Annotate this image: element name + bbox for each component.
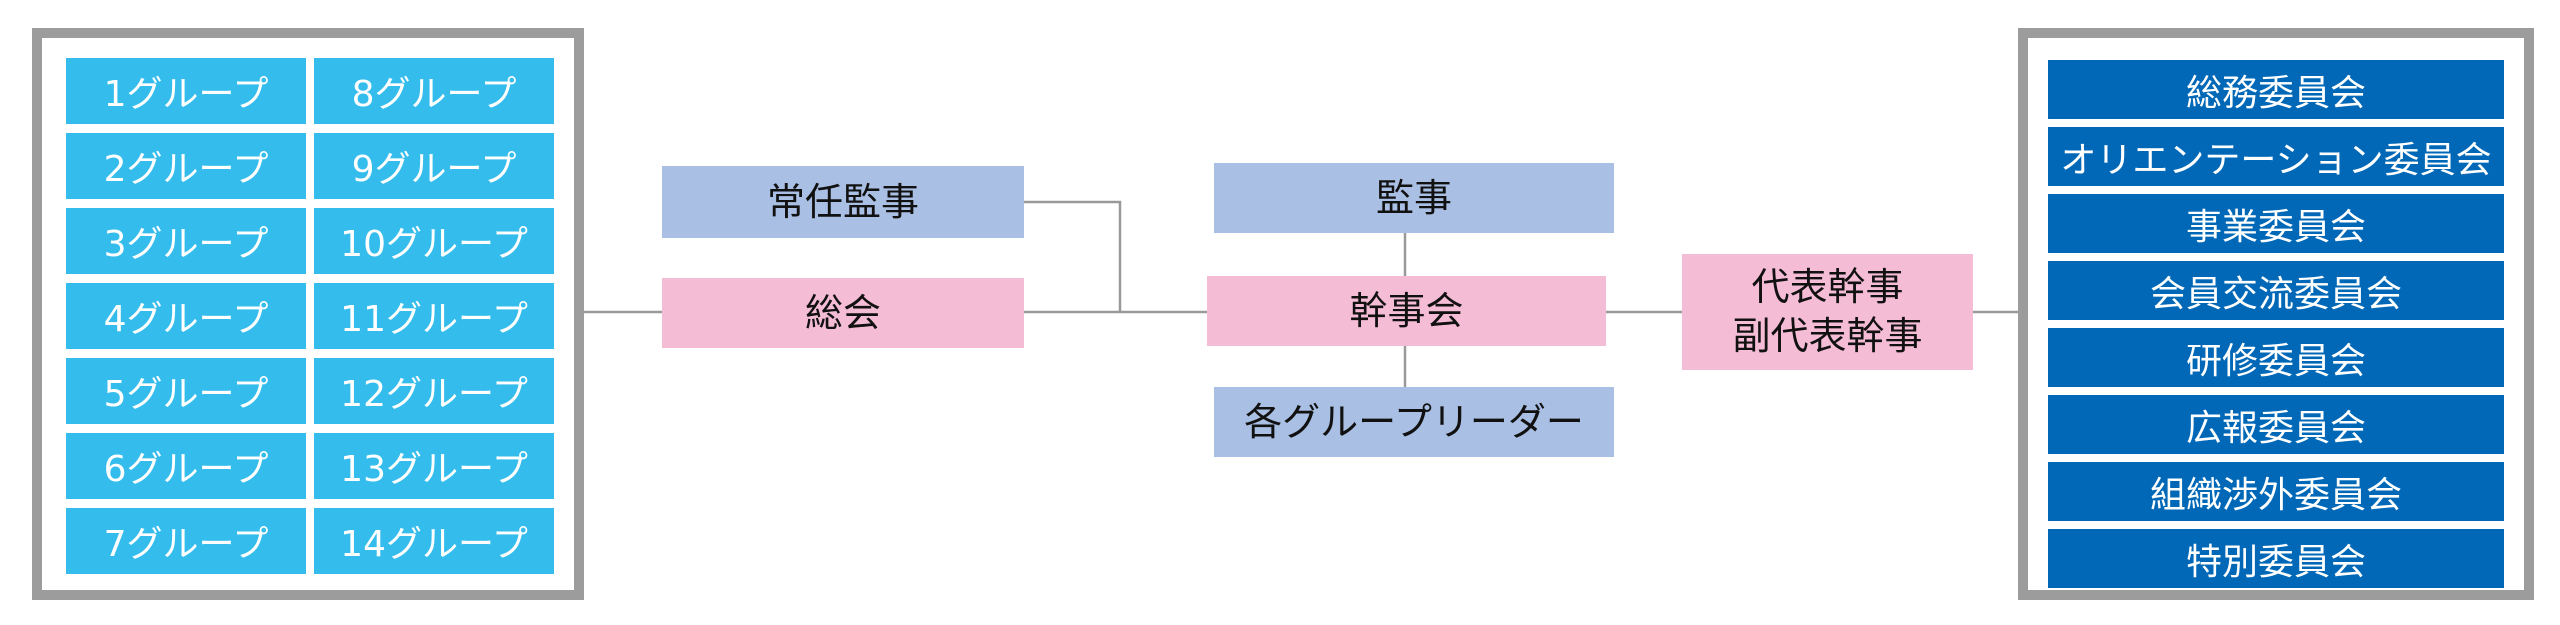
representative-box: 代表幹事 副代表幹事 xyxy=(1682,254,1973,370)
committee-cell: 広報委員会 xyxy=(2048,395,2504,454)
general-assembly-box: 総会 xyxy=(662,278,1024,348)
group-cell: 1グループ xyxy=(66,58,306,124)
group-cell: 14グループ xyxy=(314,508,554,574)
representative-line-2: 副代表幹事 xyxy=(1732,314,1923,358)
standing-auditor-box: 常任監事 xyxy=(662,166,1024,238)
group-cell: 3グループ xyxy=(66,208,306,274)
group-cell: 9グループ xyxy=(314,133,554,199)
committee-cell: 組織渉外委員会 xyxy=(2048,462,2504,521)
committee-cell: オリエンテーション委員会 xyxy=(2048,127,2504,186)
group-cell: 7グループ xyxy=(66,508,306,574)
group-cell: 8グループ xyxy=(314,58,554,124)
group-cell: 10グループ xyxy=(314,208,554,274)
representative-line-1: 代表幹事 xyxy=(1751,265,1904,310)
group-cell: 5グループ xyxy=(66,358,306,424)
committee-cell: 会員交流委員会 xyxy=(2048,261,2504,320)
group-cell: 11グループ xyxy=(314,283,554,349)
committee-cell: 研修委員会 xyxy=(2048,328,2504,387)
committee-cell: 総務委員会 xyxy=(2048,60,2504,119)
group-cell: 13グループ xyxy=(314,433,554,499)
committee-cell: 事業委員会 xyxy=(2048,194,2504,253)
auditor-box: 監事 xyxy=(1214,163,1614,233)
group-cell: 6グループ xyxy=(66,433,306,499)
committee-cell: 特別委員会 xyxy=(2048,529,2504,588)
line-standing-auditor-to-junction xyxy=(1024,200,1122,312)
group-leaders-box: 各グループリーダー xyxy=(1214,387,1614,457)
groups-panel: 1グループ 8グループ 2グループ 9グループ 3グループ 10グループ 4グル… xyxy=(32,28,584,600)
committees-panel: 総務委員会 オリエンテーション委員会 事業委員会 会員交流委員会 研修委員会 広… xyxy=(2018,28,2534,600)
group-cell: 4グループ xyxy=(66,283,306,349)
board-box: 幹事会 xyxy=(1207,276,1606,346)
group-cell: 2グループ xyxy=(66,133,306,199)
group-cell: 12グループ xyxy=(314,358,554,424)
